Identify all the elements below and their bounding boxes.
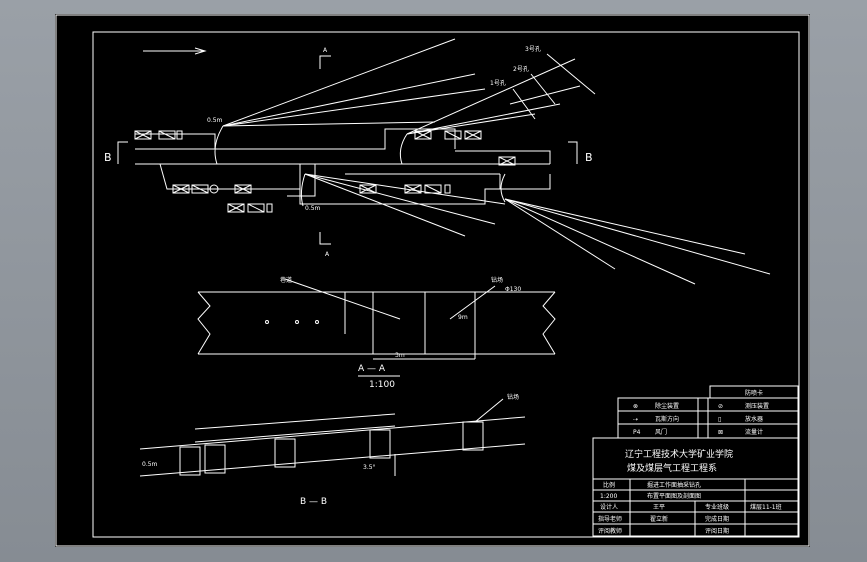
legend-pressure-icon: ⊘ [718, 403, 723, 410]
tb-review-date-header: 评阅日期 [705, 527, 729, 535]
school-name: 辽宁工程技术大学矿业学院 [625, 448, 733, 460]
inner-frame [92, 31, 800, 538]
tb-title-line1: 掘进工作面抽采钻孔 [647, 481, 701, 489]
angle-label: 3.5° [363, 464, 376, 471]
legend-drain-icon: ▯ [718, 416, 721, 423]
dim-label-2: 0.5m [305, 205, 321, 212]
legend-item-door: 风门 [655, 428, 667, 436]
cad-drawing: A A B B 3号孔 2号孔 1号孔 [55, 14, 810, 547]
dim-label-1: 0.5m [207, 117, 223, 124]
hole-2-label: 2号孔 [513, 65, 529, 73]
hole-1-label: 1号孔 [490, 79, 506, 87]
section-bb-view: 钻场 0.5m 3.5° B — B [139, 393, 526, 507]
dim-label-4: 3m [395, 352, 405, 359]
legend-item-dust: 除尘装置 [655, 402, 679, 410]
section-aa-view: 巷道 钻场 Φ130 9m 3m A — A 1:100 [197, 276, 556, 390]
drill-label-2: 钻场 [507, 393, 519, 401]
legend: 除尘装置 测压装置 瓦斯方向 放水器 风门 流量计 防喷卡 ⊗ ⇢ P4 ⊘ ▯… [617, 385, 799, 439]
tb-advisor-value: 翟立新 [650, 515, 668, 523]
legend-item-drain: 放水器 [745, 415, 763, 423]
tb-class-value: 煤层11-1班 [750, 503, 782, 511]
section-b-left-label: B [104, 151, 112, 164]
tb-designer-value: 王平 [653, 504, 665, 511]
dim-label-5: 0.5m [142, 461, 158, 468]
legend-item-blowout: 防喷卡 [745, 389, 763, 397]
tb-finish-date-header: 完成日期 [705, 515, 729, 523]
section-aa-label: A — A [358, 364, 386, 374]
tb-advisor-header: 指导老师 [598, 515, 622, 523]
title-block: 辽宁工程技术大学矿业学院 煤及煤层气工程工程系 比例 掘进工作面抽采钻孔 1:2… [592, 437, 799, 537]
diameter-label: Φ130 [505, 286, 521, 293]
legend-door-icon: P4 [633, 429, 641, 436]
tunnel-label: 巷道 [280, 276, 292, 284]
legend-item-gas-dir: 瓦斯方向 [655, 415, 679, 423]
outer-frame [55, 14, 810, 547]
legend-arrow-icon: ⇢ [633, 416, 638, 423]
legend-item-flow: 流量计 [745, 428, 763, 436]
section-b-right-label: B [585, 151, 593, 164]
tb-scale-header: 比例 [603, 481, 615, 489]
legend-dust-icon: ⊗ [633, 403, 638, 410]
legend-flow-icon: ⊠ [718, 429, 723, 436]
drawing-canvas: A A B B 3号孔 2号孔 1号孔 [55, 14, 810, 547]
legend-item-pressure: 测压装置 [745, 402, 769, 410]
dim-label-3: 9m [458, 314, 468, 321]
drill-label: 钻场 [491, 276, 503, 284]
tb-reviewer-header: 评阅教师 [598, 527, 622, 535]
tb-title-line2: 布置平面图及剖面图 [647, 492, 701, 500]
department-name: 煤及煤层气工程工程系 [627, 462, 717, 474]
hole-3-label: 3号孔 [525, 45, 541, 53]
scale-label: 1:100 [369, 380, 395, 390]
svg-text:A: A [323, 47, 328, 54]
equipment-symbols [134, 130, 516, 213]
svg-text:A: A [325, 251, 330, 258]
section-bb-label: B — B [300, 497, 327, 507]
tb-class-header: 专业班级 [705, 503, 729, 511]
tb-scale-value: 1:200 [600, 493, 617, 500]
plan-view: A A B B 3号孔 2号孔 1号孔 [104, 38, 771, 285]
tb-designer-header: 设计人 [600, 503, 618, 511]
